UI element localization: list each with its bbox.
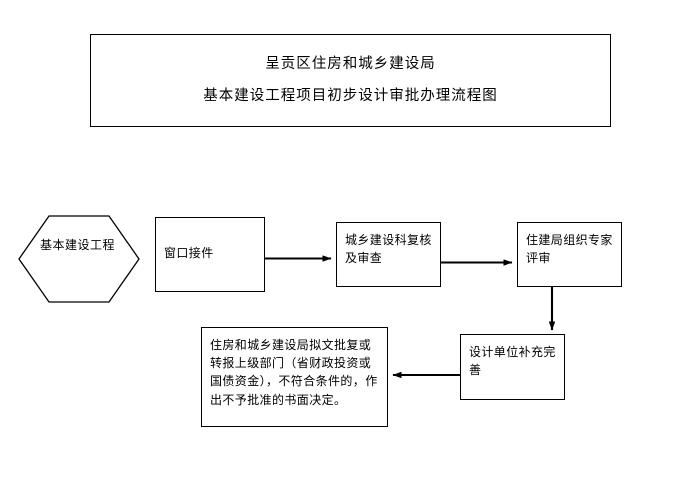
node-window-intake: 窗口接件 [155,217,265,292]
title-box: 呈贡区住房和城乡建设局 基本建设工程项目初步设计审批办理流程图 [90,34,611,127]
title-line-organization: 呈贡区住房和城乡建设局 [265,56,436,73]
node-decision-label: 住房和城乡建设局拟文批复或转报上级部门（省财政投资或国债资金），不符合条件的，作… [210,338,378,407]
node-design-supplement: 设计单位补充完善 [460,334,565,400]
hexagon-shape-icon [18,215,140,303]
node-window-intake-label: 窗口接件 [164,246,214,260]
node-dept-review-label: 城乡建设科复核及审查 [345,233,432,265]
node-dept-review: 城乡建设科复核及审查 [336,222,441,287]
node-decision: 住房和城乡建设局拟文批复或转报上级部门（省财政投资或国债资金），不符合条件的，作… [201,327,388,427]
node-start-hexagon: 基本建设工程 [18,215,140,303]
node-start-label: 基本建设工程 [40,238,116,252]
title-line-process: 基本建设工程项目初步设计审批办理流程图 [203,87,498,104]
node-design-supplement-label: 设计单位补充完善 [469,345,556,377]
node-expert-review-label: 住建局组织专家评审 [526,233,613,265]
node-expert-review: 住建局组织专家评审 [517,222,622,287]
